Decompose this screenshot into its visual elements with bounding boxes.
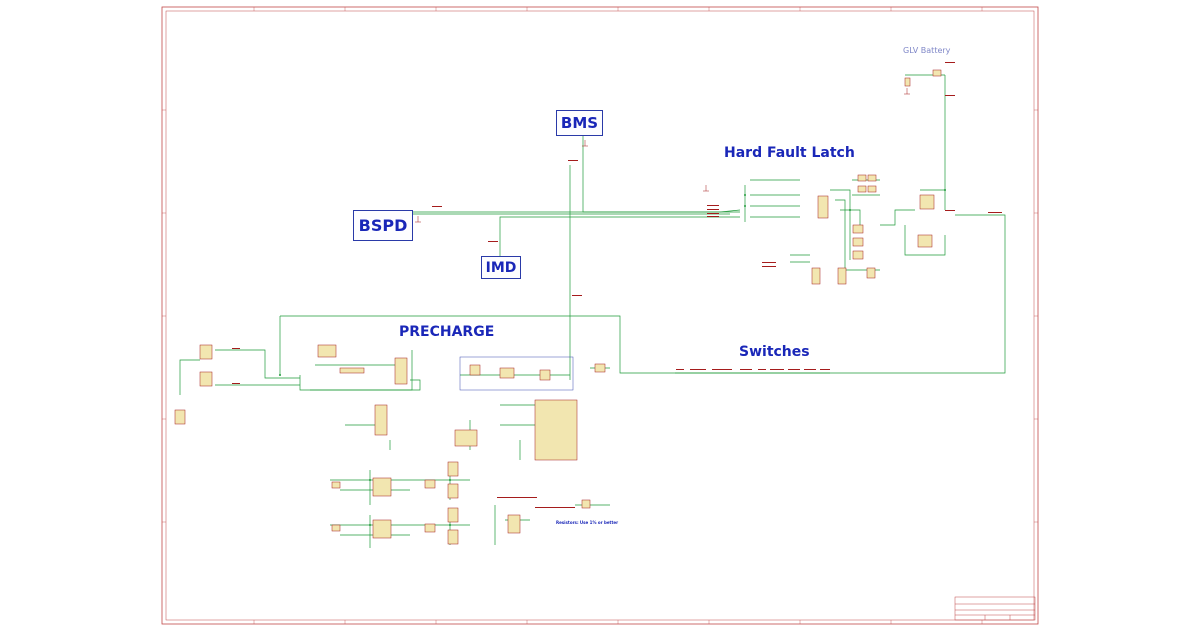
components <box>174 69 942 545</box>
frame-ticks <box>162 7 1038 624</box>
junctions <box>279 189 946 526</box>
resistors-note: Resistors: Use 1% or better <box>556 520 619 525</box>
glv-battery-note: GLV Battery <box>903 46 951 55</box>
dashed-subcircuit-box <box>459 356 574 391</box>
drawing-frame <box>161 6 1039 625</box>
bms-sheet-block[interactable]: BMS <box>556 110 603 136</box>
net-labels <box>232 62 1002 508</box>
wires <box>179 74 1006 548</box>
precharge-frame <box>299 350 413 391</box>
imd-sheet-block[interactable]: IMD <box>481 256 521 279</box>
precharge-title: PRECHARGE <box>399 324 495 340</box>
switches-title: Switches <box>739 344 810 360</box>
bspd-sheet-block[interactable]: BSPD <box>353 210 413 241</box>
hard-fault-latch-title: Hard Fault Latch <box>724 145 855 161</box>
title-block <box>954 596 1036 621</box>
